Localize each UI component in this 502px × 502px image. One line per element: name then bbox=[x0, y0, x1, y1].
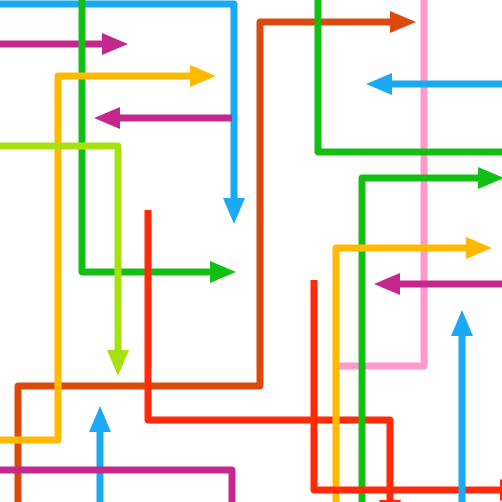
arrow-shaft bbox=[14, 18, 392, 502]
arrowhead-icon bbox=[451, 310, 473, 336]
arrowhead-icon bbox=[466, 237, 492, 259]
arrowhead-icon bbox=[210, 261, 236, 283]
arrow-shaft bbox=[332, 244, 468, 502]
arrowhead-icon bbox=[374, 273, 400, 295]
arrow-orange-long-path bbox=[14, 11, 416, 502]
arrowhead-icon bbox=[102, 33, 128, 55]
arrow-magenta-top-left bbox=[0, 33, 128, 55]
arrow-blue-bottom-left bbox=[89, 406, 111, 502]
arrow-shaft bbox=[358, 174, 480, 502]
arrow-green-left-loop bbox=[78, 0, 236, 283]
arrow-pink-right-path bbox=[334, 0, 428, 370]
arrow-shaft bbox=[0, 0, 238, 200]
arrow-blue-bottom-right bbox=[451, 310, 473, 502]
arrow-lime-left-path bbox=[0, 142, 129, 376]
arrow-shaft bbox=[314, 0, 502, 156]
arrowhead-icon bbox=[478, 167, 502, 189]
arrow-blue-upper-right bbox=[366, 73, 502, 95]
arrow-amber-left-path bbox=[0, 65, 216, 444]
arrowhead-icon bbox=[190, 65, 216, 87]
arrowhead-icon bbox=[366, 73, 392, 95]
arrow-amber-right-path bbox=[332, 237, 492, 502]
arrow-red-right-loop bbox=[310, 280, 502, 501]
arrow-magenta-upper-middle bbox=[94, 107, 232, 129]
arrowhead-icon bbox=[89, 406, 111, 432]
arrow-shaft bbox=[0, 142, 122, 352]
arrowhead-icon bbox=[94, 107, 120, 129]
arrow-shaft bbox=[0, 466, 236, 502]
arrow-shaft bbox=[0, 72, 192, 444]
arrowhead-icon bbox=[223, 198, 245, 224]
arrow-magenta-bottom bbox=[0, 466, 236, 502]
arrowhead-icon bbox=[107, 350, 129, 376]
arrow-shaft bbox=[144, 210, 394, 502]
arrow-shaft bbox=[310, 280, 502, 494]
arrow-blue-top-loop bbox=[0, 0, 245, 224]
arrow-magenta-right bbox=[374, 273, 502, 295]
arrowhead-icon bbox=[390, 11, 416, 33]
arrow-shaft bbox=[334, 0, 428, 370]
arrow-green-right-loop bbox=[358, 167, 502, 502]
arrow-green-upper-right bbox=[314, 0, 502, 156]
arrow-shaft bbox=[78, 0, 212, 276]
